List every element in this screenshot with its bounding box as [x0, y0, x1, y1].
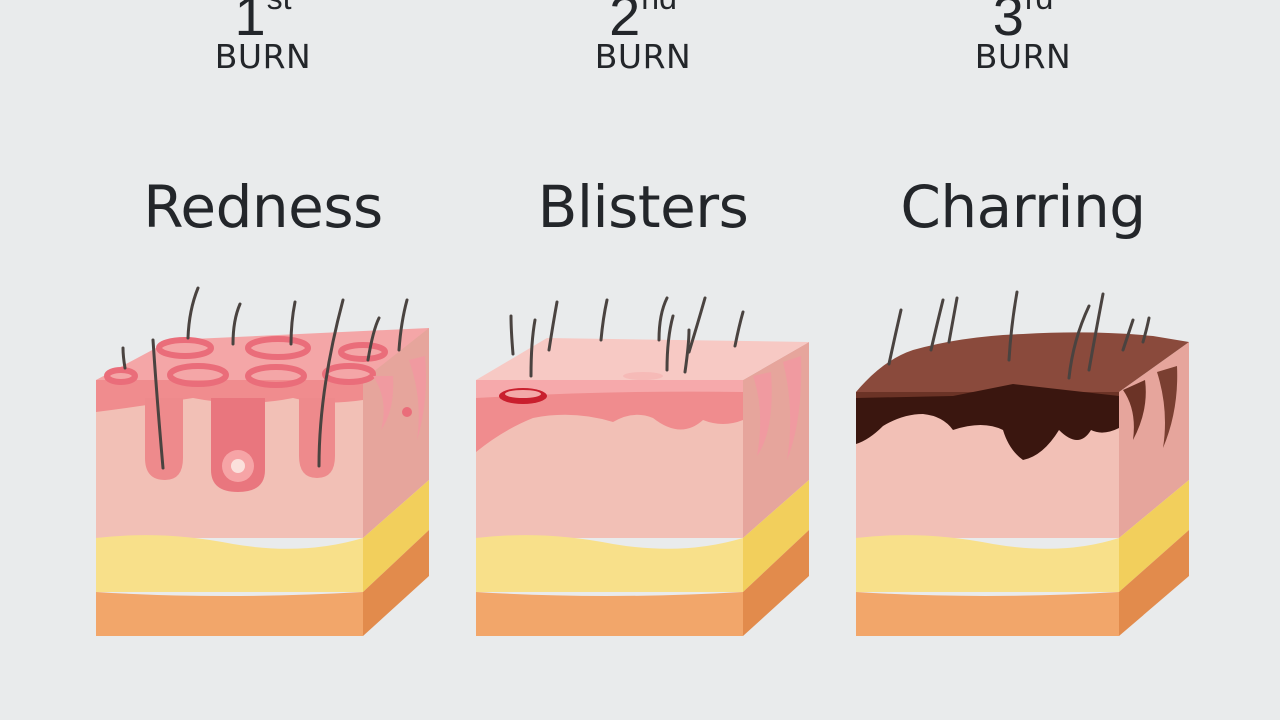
hair-strand: [121, 286, 409, 470]
muscle-front: [476, 592, 743, 636]
degree-suffix: st: [267, 0, 292, 16]
muscle-front: [856, 592, 1119, 636]
redness-ring: [104, 336, 388, 388]
fat-front: [856, 535, 1119, 592]
symptom-label: Blisters: [537, 173, 749, 241]
burn-label: BURN: [974, 37, 1072, 76]
degree-heading: 2nd: [453, 0, 833, 44]
degree-suffix: nd: [641, 0, 677, 16]
symptom-label: Charring: [900, 173, 1146, 241]
degree-number: 2: [609, 0, 640, 47]
muscle-front: [96, 592, 363, 636]
skin-top: [476, 338, 809, 380]
fat-side-face: [363, 480, 429, 592]
burn-label: BURN: [594, 37, 692, 76]
burn-label: BURN: [214, 37, 312, 76]
char-crust: [856, 332, 1189, 392]
degree-suffix: rd: [1025, 0, 1053, 16]
degree-heading: 1st: [73, 0, 453, 44]
skin-block-redness: [96, 286, 429, 636]
symptom-label: Redness: [143, 173, 383, 241]
degree-number: 1: [234, 0, 265, 47]
first-degree-panel: 1st BURN Redness: [73, 0, 453, 720]
fat-front: [476, 535, 743, 592]
muscle-side-face: [1119, 530, 1189, 636]
degree-number: 3: [992, 0, 1024, 47]
fat-side-face: [1119, 480, 1189, 592]
follicle: [145, 398, 183, 480]
second-degree-panel: 2nd BURN Blisters: [453, 0, 833, 720]
fat-side-face: [743, 480, 809, 592]
skin-block-blisters: [476, 296, 809, 636]
red-epidermis: [96, 380, 363, 412]
muscle-side-face: [363, 530, 429, 636]
hair-strand: [509, 296, 745, 378]
skin-block-charring: [856, 290, 1189, 636]
muscle-side-face: [743, 530, 809, 636]
third-degree-panel: 3rd BURN Charring: [833, 0, 1213, 720]
hair-strand: [887, 290, 1151, 380]
char-layer: [856, 384, 1119, 460]
follicle: [299, 398, 335, 478]
fat-front: [96, 535, 363, 592]
degree-heading: 3rd: [833, 0, 1213, 44]
